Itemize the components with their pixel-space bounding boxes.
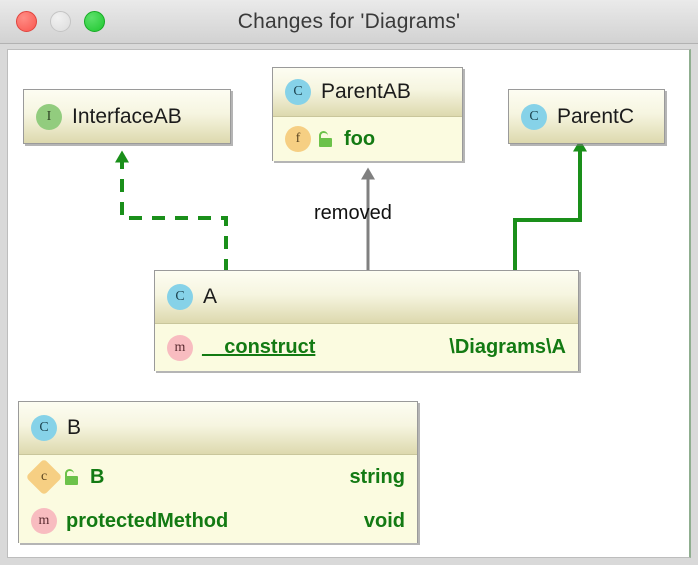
node-header: C ParentC [509, 90, 664, 143]
node-title: ParentC [557, 104, 635, 128]
method-icon: m [31, 508, 57, 534]
node-b[interactable]: C B c B string m [18, 401, 418, 543]
member-type: \Diagrams\A [449, 336, 566, 358]
member-name: foo [344, 127, 376, 150]
node-header: C B [19, 402, 417, 454]
method-icon-letter: m [38, 513, 50, 528]
zoom-button[interactable] [84, 11, 105, 32]
class-icon: C [285, 79, 311, 105]
interface-icon-letter: I [46, 108, 52, 124]
node-body: f foo [273, 116, 462, 161]
node-header: C A [155, 271, 578, 323]
class-icon-letter: C [293, 84, 303, 99]
protected-lock-icon [318, 131, 333, 147]
minimize-button[interactable] [50, 11, 71, 32]
class-icon-letter: C [175, 289, 185, 304]
diagram-canvas[interactable]: removed I InterfaceAB C ParentAB f [7, 49, 691, 558]
class-icon-letter: C [39, 420, 49, 435]
node-title: InterfaceAB [72, 104, 182, 128]
node-body: c B string m protectedMethod void [19, 454, 417, 543]
member-row[interactable]: f foo [273, 117, 462, 161]
class-icon-letter: C [529, 108, 539, 124]
method-icon: m [167, 334, 193, 361]
interface-icon: I [36, 103, 62, 130]
node-title: ParentAB [321, 80, 411, 103]
node-title: B [67, 416, 82, 439]
title-bar: Changes for 'Diagrams' [0, 0, 698, 44]
node-header: C ParentAB [273, 68, 462, 116]
member-row[interactable]: m __construct \Diagrams\A [155, 324, 578, 371]
class-icon: C [167, 284, 193, 310]
window-controls [16, 11, 105, 32]
node-title: A [203, 285, 218, 308]
member-type: string [349, 465, 405, 488]
node-body: m __construct \Diagrams\A [155, 323, 578, 371]
member-name: __construct [202, 336, 316, 358]
protected-lock-icon [64, 469, 79, 485]
close-button[interactable] [16, 11, 37, 32]
class-icon: C [521, 103, 547, 130]
node-interfaceab[interactable]: I InterfaceAB [23, 89, 231, 144]
member-name: B [90, 465, 105, 488]
edge-label-removed: removed [314, 202, 392, 224]
window-title: Changes for 'Diagrams' [237, 10, 461, 33]
node-header: I InterfaceAB [24, 90, 230, 143]
node-parentc[interactable]: C ParentC [508, 89, 665, 144]
method-icon-letter: m [174, 339, 186, 355]
member-row[interactable]: c B string [19, 455, 417, 499]
node-parentab[interactable]: C ParentAB f foo [272, 67, 463, 161]
function-icon-letter: f [295, 131, 301, 146]
member-type: void [363, 509, 405, 532]
class-icon: C [31, 415, 57, 441]
function-icon: f [285, 126, 311, 152]
edge-a-implements-interfaceab [115, 150, 228, 272]
constant-icon: c [25, 458, 63, 496]
member-name: protectedMethod [66, 509, 229, 532]
edge-a-extends-parentc [513, 139, 587, 272]
member-row[interactable]: m protectedMethod void [19, 499, 417, 543]
constant-icon-letter: c [40, 469, 48, 484]
node-a[interactable]: C A m __construct \Diagrams\A [154, 270, 579, 371]
